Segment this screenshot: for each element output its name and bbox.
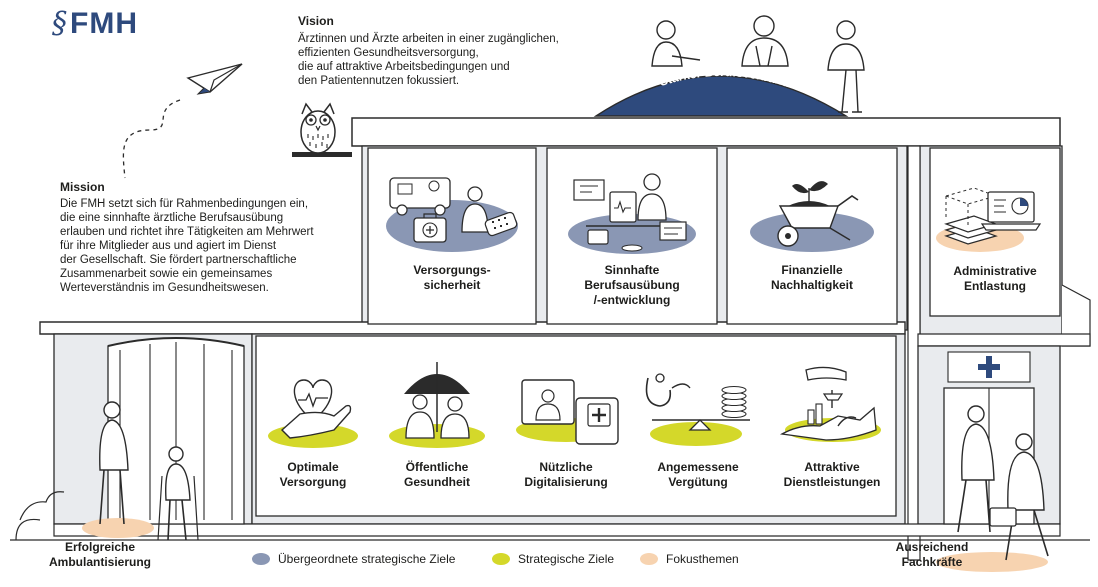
legend-strategic-goals: Strategische Ziele bbox=[492, 552, 614, 566]
doctors-walking-icon bbox=[936, 405, 1049, 572]
legend-swatch bbox=[640, 553, 658, 565]
goal-label-line: Gesundheit bbox=[403, 475, 470, 489]
mission-line: Werteverständnis im Gesundheitswesen. bbox=[60, 282, 269, 294]
goal-label-line: Vergütung bbox=[668, 475, 728, 489]
roof-people-icon bbox=[651, 15, 865, 113]
vision-line: Ärztinnen und Ärzte arbeiten in einer zu… bbox=[298, 33, 559, 45]
fmh-logo-mark: § bbox=[52, 6, 68, 41]
paper-airplane-icon bbox=[122, 63, 243, 179]
goal-oeffentliche-gesundheit: Öffentliche Gesundheit bbox=[382, 460, 492, 490]
goal-label-line: Nachhaltigkeit bbox=[770, 278, 854, 292]
goal-attraktive-dienstleistungen: Attraktive Dienstleistungen bbox=[770, 460, 894, 490]
goal-nuetzliche-digitalisierung: Nützliche Digitalisierung bbox=[506, 460, 626, 490]
service-hands-icon bbox=[779, 366, 881, 442]
focus-label-line: Ambulantisierung bbox=[48, 555, 151, 569]
focus-label-line: Ausreichend bbox=[895, 540, 969, 554]
goal-label-line: Attraktive bbox=[804, 460, 860, 474]
goal-label-line: Optimale bbox=[287, 460, 339, 474]
owl-icon bbox=[292, 102, 352, 157]
focus-fachkraefte: Ausreichend Fachkräfte bbox=[880, 540, 984, 570]
mission-line: die eine sinnhafte ärztliche Berufsausüb… bbox=[60, 212, 284, 224]
mission-line: Zusammenarbeit sowie ein gemeinsames bbox=[60, 268, 273, 280]
heart-hand-icon bbox=[268, 379, 358, 448]
mission-line: der Gesellschaft. Sie fördert partnersch… bbox=[60, 254, 297, 266]
goal-label-line: sicherheit bbox=[423, 278, 481, 292]
focus-label-line: Fachkräfte bbox=[901, 555, 963, 569]
telemedicine-icon bbox=[516, 379, 619, 445]
umbrella-people-icon bbox=[389, 362, 485, 448]
goal-label-line: Nützliche bbox=[539, 460, 593, 474]
focus-ambulantisierung: Erfolgreiche Ambulantisierung bbox=[30, 540, 170, 570]
focus-administrative-entlastung: Administrative Entlastung bbox=[930, 264, 1060, 294]
goal-label-line: Öffentliche bbox=[405, 460, 469, 474]
paperwork-laptop-icon bbox=[936, 187, 1042, 252]
fmh-logo-text: FMH bbox=[70, 7, 138, 40]
fmh-logo: §FMH bbox=[52, 6, 138, 41]
goal-label-line: /-entwicklung bbox=[593, 293, 671, 307]
goal-finanzielle-nachhaltigkeit: Finanzielle Nachhaltigkeit bbox=[727, 263, 897, 293]
wheelbarrow-plant-icon bbox=[750, 181, 874, 252]
mission-line: erlauben und richtet ihre Tätigkeiten am… bbox=[60, 226, 314, 238]
stethoscope-coins-scale-icon bbox=[645, 373, 750, 446]
goal-label-line: Angemessene bbox=[657, 460, 739, 474]
focus-label-line: Entlastung bbox=[964, 279, 1026, 293]
goal-label-line: Sinnhafte bbox=[604, 263, 660, 277]
goal-berufsausuebung: Sinnhafte Berufsausübung /-entwicklung bbox=[547, 263, 717, 308]
goal-label-line: Versorgungs- bbox=[413, 263, 491, 277]
legend-swatch bbox=[252, 553, 270, 565]
legend-label: Strategische Ziele bbox=[518, 552, 615, 566]
vision-line: die auf attraktive Arbeitsbedingungen un… bbox=[298, 61, 510, 73]
goal-label-line: Finanzielle bbox=[781, 263, 843, 277]
goal-label-line: Digitalisierung bbox=[524, 475, 608, 489]
vision-line: den Patientennutzen fokussiert. bbox=[298, 75, 460, 87]
mission-line: Die FMH setzt sich für Rahmenbedingungen… bbox=[60, 198, 309, 210]
patients-walking-icon bbox=[15, 401, 199, 541]
roof-banner: Starker Berufsverband bbox=[593, 65, 849, 117]
goal-label-line: Berufsausübung bbox=[584, 278, 680, 292]
goal-versorgungssicherheit: Versorgungs- sicherheit bbox=[368, 263, 536, 293]
legend-label: Übergeordnete strategische Ziele bbox=[278, 552, 456, 566]
legend-label: Fokusthemen bbox=[666, 552, 739, 566]
goal-label-line: Versorgung bbox=[279, 475, 347, 489]
ambulance-doctor-icon bbox=[386, 177, 518, 252]
vision-title: Vision bbox=[298, 14, 334, 28]
focus-label-line: Erfolgreiche bbox=[64, 540, 136, 554]
mission-line: für ihre Mitglieder aus und agiert im Di… bbox=[60, 240, 277, 252]
legend-overarching-goals: Übergeordnete strategische Ziele bbox=[252, 552, 455, 566]
goal-optimale-versorgung: Optimale Versorgung bbox=[258, 460, 368, 490]
goal-angemessene-verguetung: Angemessene Vergütung bbox=[638, 460, 758, 490]
legend-focus-topics: Fokusthemen bbox=[640, 552, 739, 566]
mission-title: Mission bbox=[60, 180, 105, 194]
doctor-desk-icon bbox=[568, 173, 696, 254]
vision-line: effizienten Gesundheitsversorgung, bbox=[298, 47, 479, 59]
focus-label-line: Administrative bbox=[953, 264, 1037, 278]
legend-swatch bbox=[492, 553, 510, 565]
goal-label-line: Dienstleistungen bbox=[783, 475, 881, 489]
